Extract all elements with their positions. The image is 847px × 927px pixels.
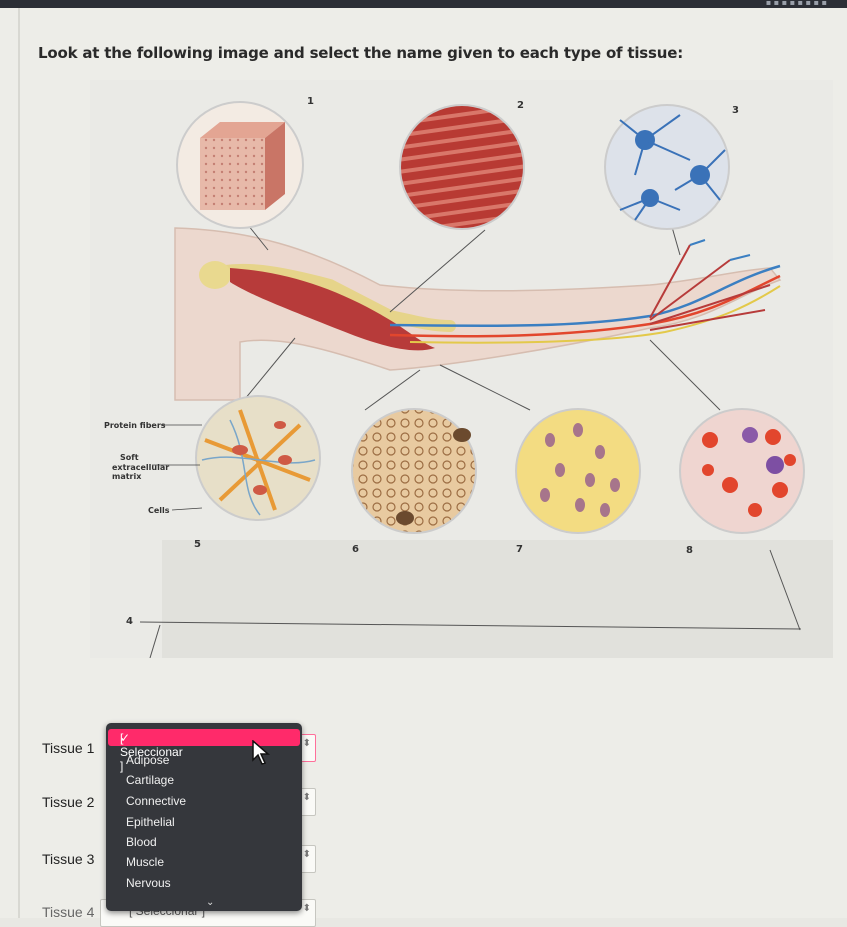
figure-number-3: 3	[732, 105, 739, 116]
label-soft-3: matrix	[112, 472, 142, 481]
label-protein-fibers: Protein fibers	[104, 421, 166, 430]
content-left-border	[18, 8, 20, 918]
dropdown-option-epithelial[interactable]: Epithelial	[126, 815, 175, 829]
figure-number-8: 8	[686, 545, 693, 556]
select-arrow-icon: ⬍	[302, 792, 311, 803]
tissue-illustration: 1 2 3 4 5 6 7 8 Protein fibers Soft extr…	[90, 80, 833, 658]
pointer-cursor-icon	[252, 740, 271, 765]
dropdown-option-nervous[interactable]: Nervous	[126, 876, 171, 890]
figure-number-1: 1	[307, 96, 314, 107]
tissue-2-label: Tissue 2	[42, 794, 95, 810]
chevron-down-icon: ⌄	[206, 897, 215, 908]
figure-number-6: 6	[352, 544, 359, 555]
label-soft-1: Soft	[120, 453, 139, 462]
select-arrow-icon: ⬍	[302, 738, 311, 749]
dropdown-placeholder-label: [ Seleccionar ]	[120, 731, 183, 773]
dropdown-option-blood[interactable]: Blood	[126, 835, 157, 849]
tissue-3-label: Tissue 3	[42, 851, 95, 867]
figure-number-2: 2	[517, 100, 524, 111]
figure-number-7: 7	[516, 544, 523, 555]
dropdown-option-muscle[interactable]: Muscle	[126, 855, 165, 869]
arm-silhouette	[174, 227, 782, 401]
select-arrow-icon: ⬍	[302, 903, 311, 914]
label-soft-2: extracellular	[112, 463, 169, 472]
browser-top-text: ▪ ▪ ▪ ▪ ▪ ▪ ▪ ▪	[765, 0, 827, 7]
select-arrow-icon: ⬍	[302, 849, 311, 860]
figure-number-5: 5	[194, 539, 201, 550]
check-icon: ✓	[120, 731, 131, 745]
label-cells: Cells	[148, 506, 170, 515]
dropdown-option-connective[interactable]: Connective	[126, 794, 187, 808]
dropdown-option-placeholder[interactable]: ✓ [ Seleccionar ]	[108, 729, 300, 773]
browser-top-bar: ▪ ▪ ▪ ▪ ▪ ▪ ▪ ▪	[0, 0, 847, 8]
question-text: Look at the following image and select t…	[38, 44, 684, 62]
dropdown-option-adipose[interactable]: Adipose	[126, 753, 170, 767]
dropdown-option-cartilage[interactable]: Cartilage	[126, 773, 175, 787]
figure-number-4: 4	[126, 616, 133, 627]
tissue-1-label: Tissue 1	[42, 740, 95, 756]
tissue-4-label: Tissue 4	[42, 904, 95, 920]
